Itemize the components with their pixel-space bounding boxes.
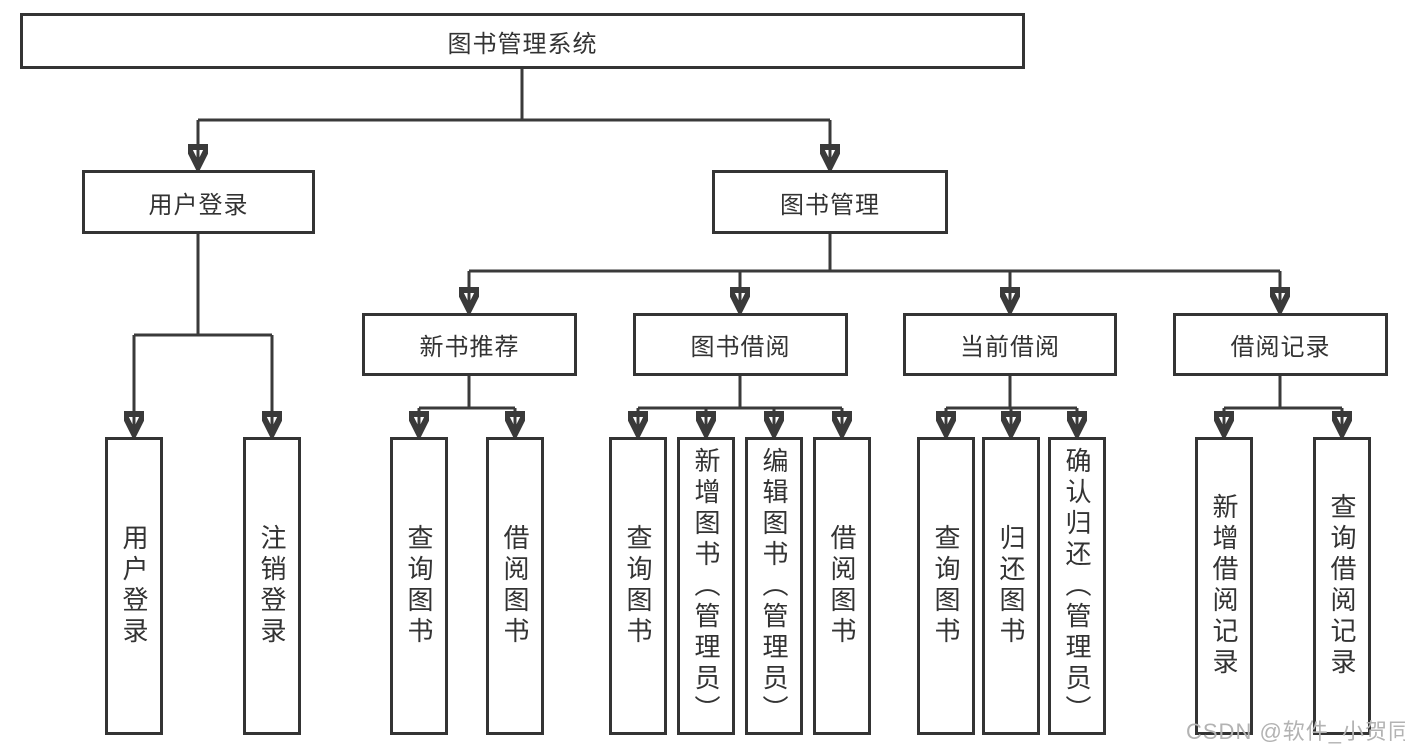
node-leaf-borrow-books: 借阅图书 xyxy=(486,437,544,735)
node-leaf-query-borrow-record: 查询借阅记录 xyxy=(1313,437,1371,735)
node-label: 图书借阅 xyxy=(690,334,791,361)
node-leaf-query-books-2: 查询图书 xyxy=(609,437,667,735)
node-label: 编辑图书（管理员） xyxy=(759,446,789,726)
node-label: 用户登录 xyxy=(148,191,249,219)
node-leaf-query-books-3: 查询图书 xyxy=(917,437,975,735)
node-label: 图书管理系统 xyxy=(447,30,598,58)
node-label: 查询图书 xyxy=(404,524,434,648)
csdn-watermark: CSDN @软件_小贺同学 xyxy=(1186,719,1405,744)
node-library-management-system: 图书管理系统 xyxy=(20,13,1025,69)
node-label: 归还图书 xyxy=(996,524,1026,648)
node-book-management: 图书管理 xyxy=(712,170,948,234)
node-leaf-confirm-return-admin: 确认归还（管理员） xyxy=(1048,437,1106,735)
node-book-borrowing: 图书借阅 xyxy=(633,313,848,376)
node-leaf-return-books: 归还图书 xyxy=(982,437,1040,735)
node-borrowing-records: 借阅记录 xyxy=(1173,313,1388,376)
node-label: 新书推荐 xyxy=(419,334,520,361)
node-label: 用户登录 xyxy=(119,524,149,648)
node-label: 当前借阅 xyxy=(960,334,1060,361)
node-label: 查询图书 xyxy=(931,524,961,648)
node-label: 新增借阅记录 xyxy=(1209,493,1239,679)
node-leaf-add-books-admin: 新增图书（管理员） xyxy=(677,437,735,735)
node-label: 新增图书（管理员） xyxy=(691,446,721,726)
node-leaf-user-login: 用户登录 xyxy=(105,437,163,735)
node-label: 注销登录 xyxy=(257,524,287,648)
node-label: 查询图书 xyxy=(623,524,653,648)
node-leaf-borrow-books-2: 借阅图书 xyxy=(813,437,871,735)
node-label: 查询借阅记录 xyxy=(1327,493,1357,679)
node-leaf-add-borrow-record: 新增借阅记录 xyxy=(1195,437,1253,735)
node-label: 借阅图书 xyxy=(827,524,857,648)
node-leaf-edit-books-admin: 编辑图书（管理员） xyxy=(745,437,803,735)
node-label: 图书管理 xyxy=(780,191,880,219)
node-leaf-logout: 注销登录 xyxy=(243,437,301,735)
node-label: 确认归还（管理员） xyxy=(1062,446,1092,726)
node-label: 借阅记录 xyxy=(1230,334,1331,361)
node-current-borrowing: 当前借阅 xyxy=(903,313,1117,376)
node-label: 借阅图书 xyxy=(500,524,530,648)
node-new-book-recommendation: 新书推荐 xyxy=(362,313,577,376)
node-leaf-query-books: 查询图书 xyxy=(390,437,448,735)
node-user-login: 用户登录 xyxy=(82,170,315,234)
